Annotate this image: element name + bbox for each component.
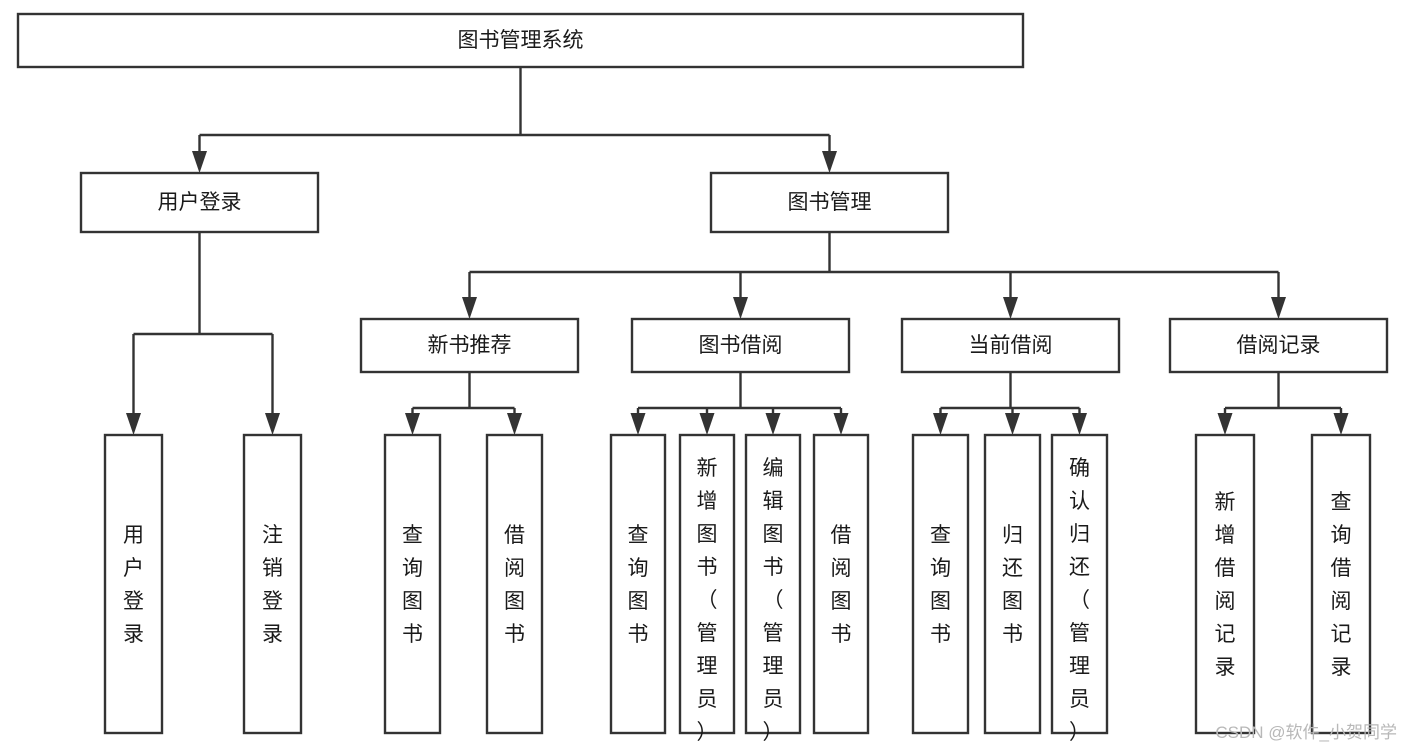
node-box-new-book-recommend bbox=[359, 317, 580, 374]
node-box-edit-book-admin bbox=[744, 433, 802, 735]
node-label-borrow-record: 借阅记录 bbox=[1237, 334, 1321, 357]
node-current-borrow[interactable]: 当前借阅 bbox=[900, 317, 1121, 374]
node-label-edit-book-admin: 编辑图书（管理员） bbox=[763, 457, 784, 744]
node-label-new-book-recommend: 新书推荐 bbox=[428, 334, 512, 357]
node-box-query-book-1 bbox=[383, 433, 442, 735]
node-confirm-return-admin[interactable]: 确认归还（管理员） bbox=[1050, 433, 1109, 744]
arrow-head-icon-user-login bbox=[192, 151, 207, 173]
node-label-root: 图书管理系统 bbox=[458, 29, 584, 52]
node-box-add-book-admin bbox=[678, 433, 736, 735]
node-label-book-borrow: 图书借阅 bbox=[699, 334, 783, 357]
node-query-book-2[interactable]: 查询图书 bbox=[609, 433, 667, 735]
node-label-add-book-admin: 新增图书（管理员） bbox=[697, 457, 718, 744]
node-book-management[interactable]: 图书管理 bbox=[709, 171, 950, 234]
node-label-query-book-1: 查询图书 bbox=[402, 524, 423, 646]
node-return-book[interactable]: 归还图书 bbox=[983, 433, 1042, 735]
node-label-book-management: 图书管理 bbox=[788, 191, 872, 214]
arrow-head-icon-book-borrow bbox=[733, 297, 748, 319]
arrow-head-icon-current-borrow bbox=[1003, 297, 1018, 319]
node-box-borrow-record bbox=[1168, 317, 1389, 374]
node-label-confirm-return-admin: 确认归还（管理员） bbox=[1069, 457, 1090, 744]
arrow-head-icon-query-book-2 bbox=[630, 413, 646, 435]
node-label-user-login: 用户登录 bbox=[158, 191, 242, 214]
arrow-head-icon-query-borrow-record bbox=[1333, 413, 1349, 435]
arrow-head-icon-borrow-book-1 bbox=[507, 413, 522, 435]
node-add-borrow-record[interactable]: 新增借阅记录 bbox=[1194, 433, 1256, 735]
node-label-query-book-2: 查询图书 bbox=[628, 524, 649, 646]
csdn-watermark: CSDN @软件_小贺同学 bbox=[1215, 723, 1397, 742]
node-label-query-borrow-record: 查询借阅记录 bbox=[1331, 491, 1352, 679]
node-box-borrow-book-2 bbox=[812, 433, 870, 735]
node-box-user-logout-leaf bbox=[242, 433, 303, 735]
node-box-add-borrow-record bbox=[1194, 433, 1256, 735]
node-box-query-book-2 bbox=[609, 433, 667, 735]
arrow-head-icon-user-logout-leaf bbox=[265, 413, 280, 435]
node-box-current-borrow bbox=[900, 317, 1121, 374]
arrow-head-icon-book-management bbox=[822, 151, 837, 173]
node-label-user-logout-leaf: 注销登录 bbox=[262, 524, 283, 646]
arrow-head-icon-new-book-recommend bbox=[462, 297, 477, 319]
node-box-query-book-3 bbox=[911, 433, 970, 735]
node-book-borrow[interactable]: 图书借阅 bbox=[630, 317, 851, 374]
arrow-head-icon-user-login-leaf bbox=[126, 413, 141, 435]
node-box-return-book bbox=[983, 433, 1042, 735]
node-borrow-record[interactable]: 借阅记录 bbox=[1168, 317, 1389, 374]
node-label-user-login-leaf: 用户登录 bbox=[123, 524, 144, 646]
arrow-head-icon-add-borrow-record bbox=[1217, 413, 1233, 435]
connector-layer bbox=[126, 67, 1349, 435]
node-label-current-borrow: 当前借阅 bbox=[969, 334, 1053, 357]
node-box-root bbox=[16, 12, 1025, 69]
node-query-book-3[interactable]: 查询图书 bbox=[911, 433, 970, 735]
arrow-head-icon-query-book-3 bbox=[933, 413, 948, 435]
node-box-confirm-return-admin bbox=[1050, 433, 1109, 735]
node-box-book-borrow bbox=[630, 317, 851, 374]
node-edit-book-admin[interactable]: 编辑图书（管理员） bbox=[744, 433, 802, 744]
node-query-book-1[interactable]: 查询图书 bbox=[383, 433, 442, 735]
arrow-head-icon-query-book-1 bbox=[405, 413, 420, 435]
node-label-query-book-3: 查询图书 bbox=[930, 524, 951, 646]
node-root[interactable]: 图书管理系统 bbox=[16, 12, 1025, 69]
node-label-borrow-book-1: 借阅图书 bbox=[504, 524, 525, 646]
node-box-book-management bbox=[709, 171, 950, 234]
arrow-head-icon-return-book bbox=[1005, 413, 1020, 435]
node-box-user-login bbox=[79, 171, 320, 234]
node-label-return-book: 归还图书 bbox=[1002, 524, 1023, 646]
node-query-borrow-record[interactable]: 查询借阅记录 bbox=[1310, 433, 1372, 735]
node-user-login-leaf[interactable]: 用户登录 bbox=[103, 433, 164, 735]
node-label-add-borrow-record: 新增借阅记录 bbox=[1215, 491, 1236, 679]
node-borrow-book-1[interactable]: 借阅图书 bbox=[485, 433, 544, 735]
node-add-book-admin[interactable]: 新增图书（管理员） bbox=[678, 433, 736, 744]
arrow-head-icon-add-book-admin bbox=[699, 413, 715, 435]
node-box-query-borrow-record bbox=[1310, 433, 1372, 735]
node-box-borrow-book-1 bbox=[485, 433, 544, 735]
node-label-borrow-book-2: 借阅图书 bbox=[831, 524, 852, 646]
node-borrow-book-2[interactable]: 借阅图书 bbox=[812, 433, 870, 735]
node-user-login[interactable]: 用户登录 bbox=[79, 171, 320, 234]
arrow-head-icon-edit-book-admin bbox=[765, 413, 781, 435]
node-new-book-recommend[interactable]: 新书推荐 bbox=[359, 317, 580, 374]
node-box-user-login-leaf bbox=[103, 433, 164, 735]
node-user-logout-leaf[interactable]: 注销登录 bbox=[242, 433, 303, 735]
arrow-head-icon-confirm-return-admin bbox=[1072, 413, 1087, 435]
arrow-head-icon-borrow-book-2 bbox=[833, 413, 849, 435]
node-layer: 图书管理系统用户登录用户登录注销登录图书管理新书推荐查询图书借阅图书图书借阅查询… bbox=[16, 12, 1389, 744]
arrow-head-icon-borrow-record bbox=[1271, 297, 1286, 319]
